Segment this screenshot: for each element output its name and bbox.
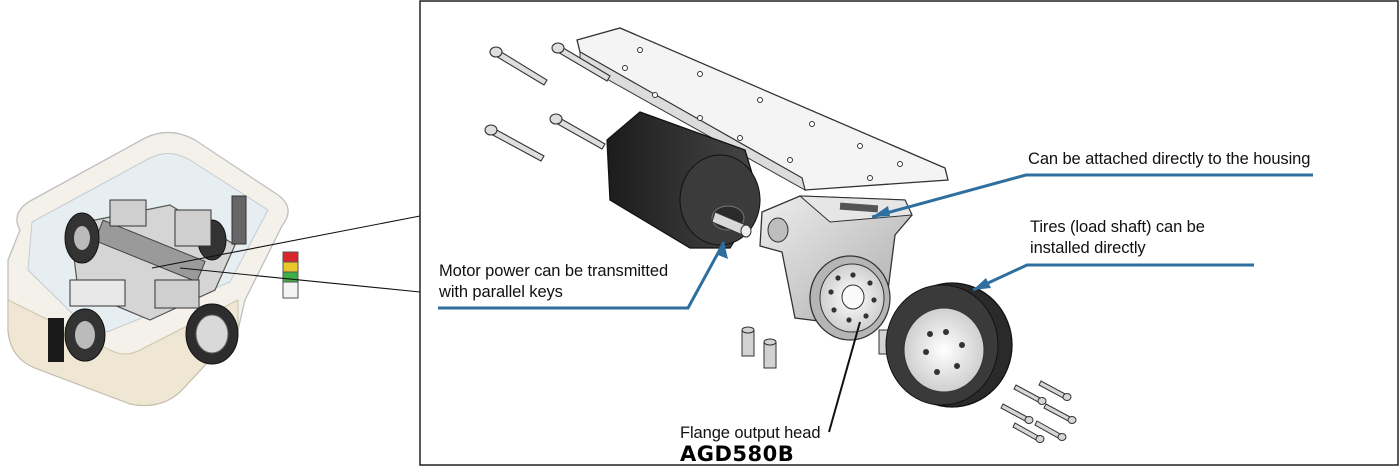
bracket-slot [839, 202, 879, 213]
leader-tires [972, 263, 1254, 292]
housing-base-band [7, 299, 239, 406]
socket-screws [741, 326, 889, 369]
wheel-hub [903, 307, 985, 393]
signal-tower-green [282, 271, 299, 283]
plate-holes [622, 47, 903, 181]
signal-tower-red [282, 251, 299, 263]
zoom-line-lower [179, 267, 421, 293]
zoom-line-upper [151, 215, 421, 269]
flange-output-head-bore [841, 284, 865, 310]
flange-bolt-holes [828, 272, 877, 323]
robot-side-panel [48, 318, 64, 362]
callout-flange: Flange output head [680, 424, 821, 442]
wheel-bolts [1000, 380, 1077, 443]
robot-wheel-front-left-hub [75, 321, 95, 349]
callout-tires-line1: Tires (load shaft) can be [1030, 218, 1205, 236]
robot-wheel-rear-left-hub [74, 226, 90, 250]
signal-tower-yellow [282, 261, 299, 273]
callout-tires-line2: installed directly [1030, 239, 1146, 257]
model-name: AGD580B [680, 442, 795, 466]
leader-flange [828, 321, 861, 433]
wheel-bolt-holes [923, 329, 965, 375]
robot-gear-unit-c [154, 279, 200, 309]
robot-plate [69, 279, 126, 307]
callout-motor-line2: with parallel keys [439, 283, 563, 301]
callout-motor-line1: Motor power can be transmitted [439, 262, 669, 280]
leader-housing [871, 173, 1313, 219]
leader-motor-arrow [718, 242, 728, 259]
chassis-rail [94, 219, 206, 283]
detail-frame [419, 0, 1399, 466]
leader-motor [438, 241, 726, 310]
motor-shaft-tip [740, 224, 752, 238]
callout-leaders [438, 173, 1313, 433]
robot-wheel-front-right-hub [195, 314, 229, 354]
tire-assembly [885, 282, 1013, 408]
exploded-assembly [484, 27, 1077, 443]
robot-gear-unit-a [109, 199, 147, 227]
robot-overview [7, 131, 421, 407]
robot-gear-unit-b [174, 209, 212, 247]
leader-housing-arrow [872, 206, 890, 217]
long-bolts [484, 42, 611, 162]
signal-tower-base [282, 281, 299, 299]
leader-tires-arrow [973, 278, 991, 290]
bracket-mount-hole [767, 217, 789, 243]
callout-housing: Can be attached directly to the housing [1028, 150, 1311, 168]
robot-side-box [231, 195, 247, 245]
